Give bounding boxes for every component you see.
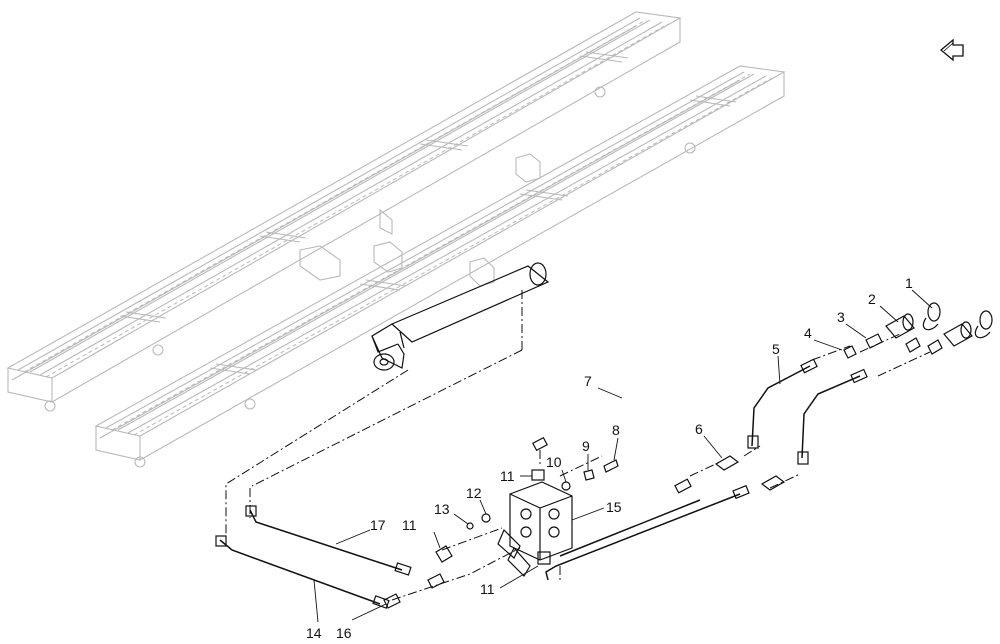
callout-12: 12 xyxy=(466,485,482,501)
quick-couplers xyxy=(885,302,993,347)
small-fittings xyxy=(383,333,943,609)
fitting-11-left xyxy=(435,545,453,563)
callout-16: 16 xyxy=(336,625,352,641)
coupler-2b xyxy=(943,321,973,347)
leader-lines xyxy=(313,289,933,623)
control-valve xyxy=(497,469,573,577)
fitting-9 xyxy=(583,469,595,481)
callout-10: 10 xyxy=(546,454,562,470)
callout-11-bottom: 11 xyxy=(480,581,495,597)
callout-13: 13 xyxy=(434,501,450,517)
callout-15: 15 xyxy=(606,499,622,515)
callout-2: 2 xyxy=(868,291,876,307)
hose-7 xyxy=(532,396,692,502)
fitting-13 xyxy=(466,522,474,530)
back-arrow-icon[interactable] xyxy=(939,38,964,62)
callout-14: 14 xyxy=(306,625,322,641)
callout-6: 6 xyxy=(695,421,703,437)
fitting-16b xyxy=(383,593,401,609)
callout-labels: 1 2 3 4 5 6 7 8 9 10 11 12 13 11 15 17 1… xyxy=(306,275,913,641)
fitting-12 xyxy=(481,513,491,523)
dust-cap-1b xyxy=(974,310,993,339)
hoses xyxy=(215,358,868,609)
fitting-3b xyxy=(905,337,921,353)
fitting-6b xyxy=(760,475,786,491)
dust-cap-1 xyxy=(922,302,941,331)
hose-17 xyxy=(245,505,412,576)
callout-8: 8 xyxy=(612,422,620,438)
callout-11-left: 11 xyxy=(402,517,417,533)
callout-4: 4 xyxy=(804,325,812,341)
fitting-4 xyxy=(843,345,857,359)
callout-1: 1 xyxy=(905,275,913,291)
coupler-2 xyxy=(885,313,915,339)
front-frame-rail xyxy=(94,65,786,468)
routing-lines xyxy=(225,290,931,601)
hose-lower-right xyxy=(545,484,750,581)
rear-frame-rail xyxy=(6,11,682,412)
fitting-2b xyxy=(927,339,943,355)
callout-9: 9 xyxy=(582,438,590,454)
hose-5b xyxy=(797,368,868,465)
callout-17: 17 xyxy=(370,517,386,533)
fitting-3 xyxy=(865,333,883,349)
fitting-16 xyxy=(427,573,445,589)
callout-5: 5 xyxy=(772,341,780,357)
hose-5 xyxy=(747,358,818,449)
callout-11-top: 11 xyxy=(500,468,515,484)
frame-rails xyxy=(6,11,786,468)
fitting-10 xyxy=(561,481,571,491)
fitting-8 xyxy=(603,459,619,473)
fitting-6 xyxy=(714,455,740,471)
callout-7: 7 xyxy=(584,373,592,389)
callout-3: 3 xyxy=(837,309,845,325)
hose-14 xyxy=(215,535,390,609)
hydraulic-cylinder xyxy=(371,262,550,371)
